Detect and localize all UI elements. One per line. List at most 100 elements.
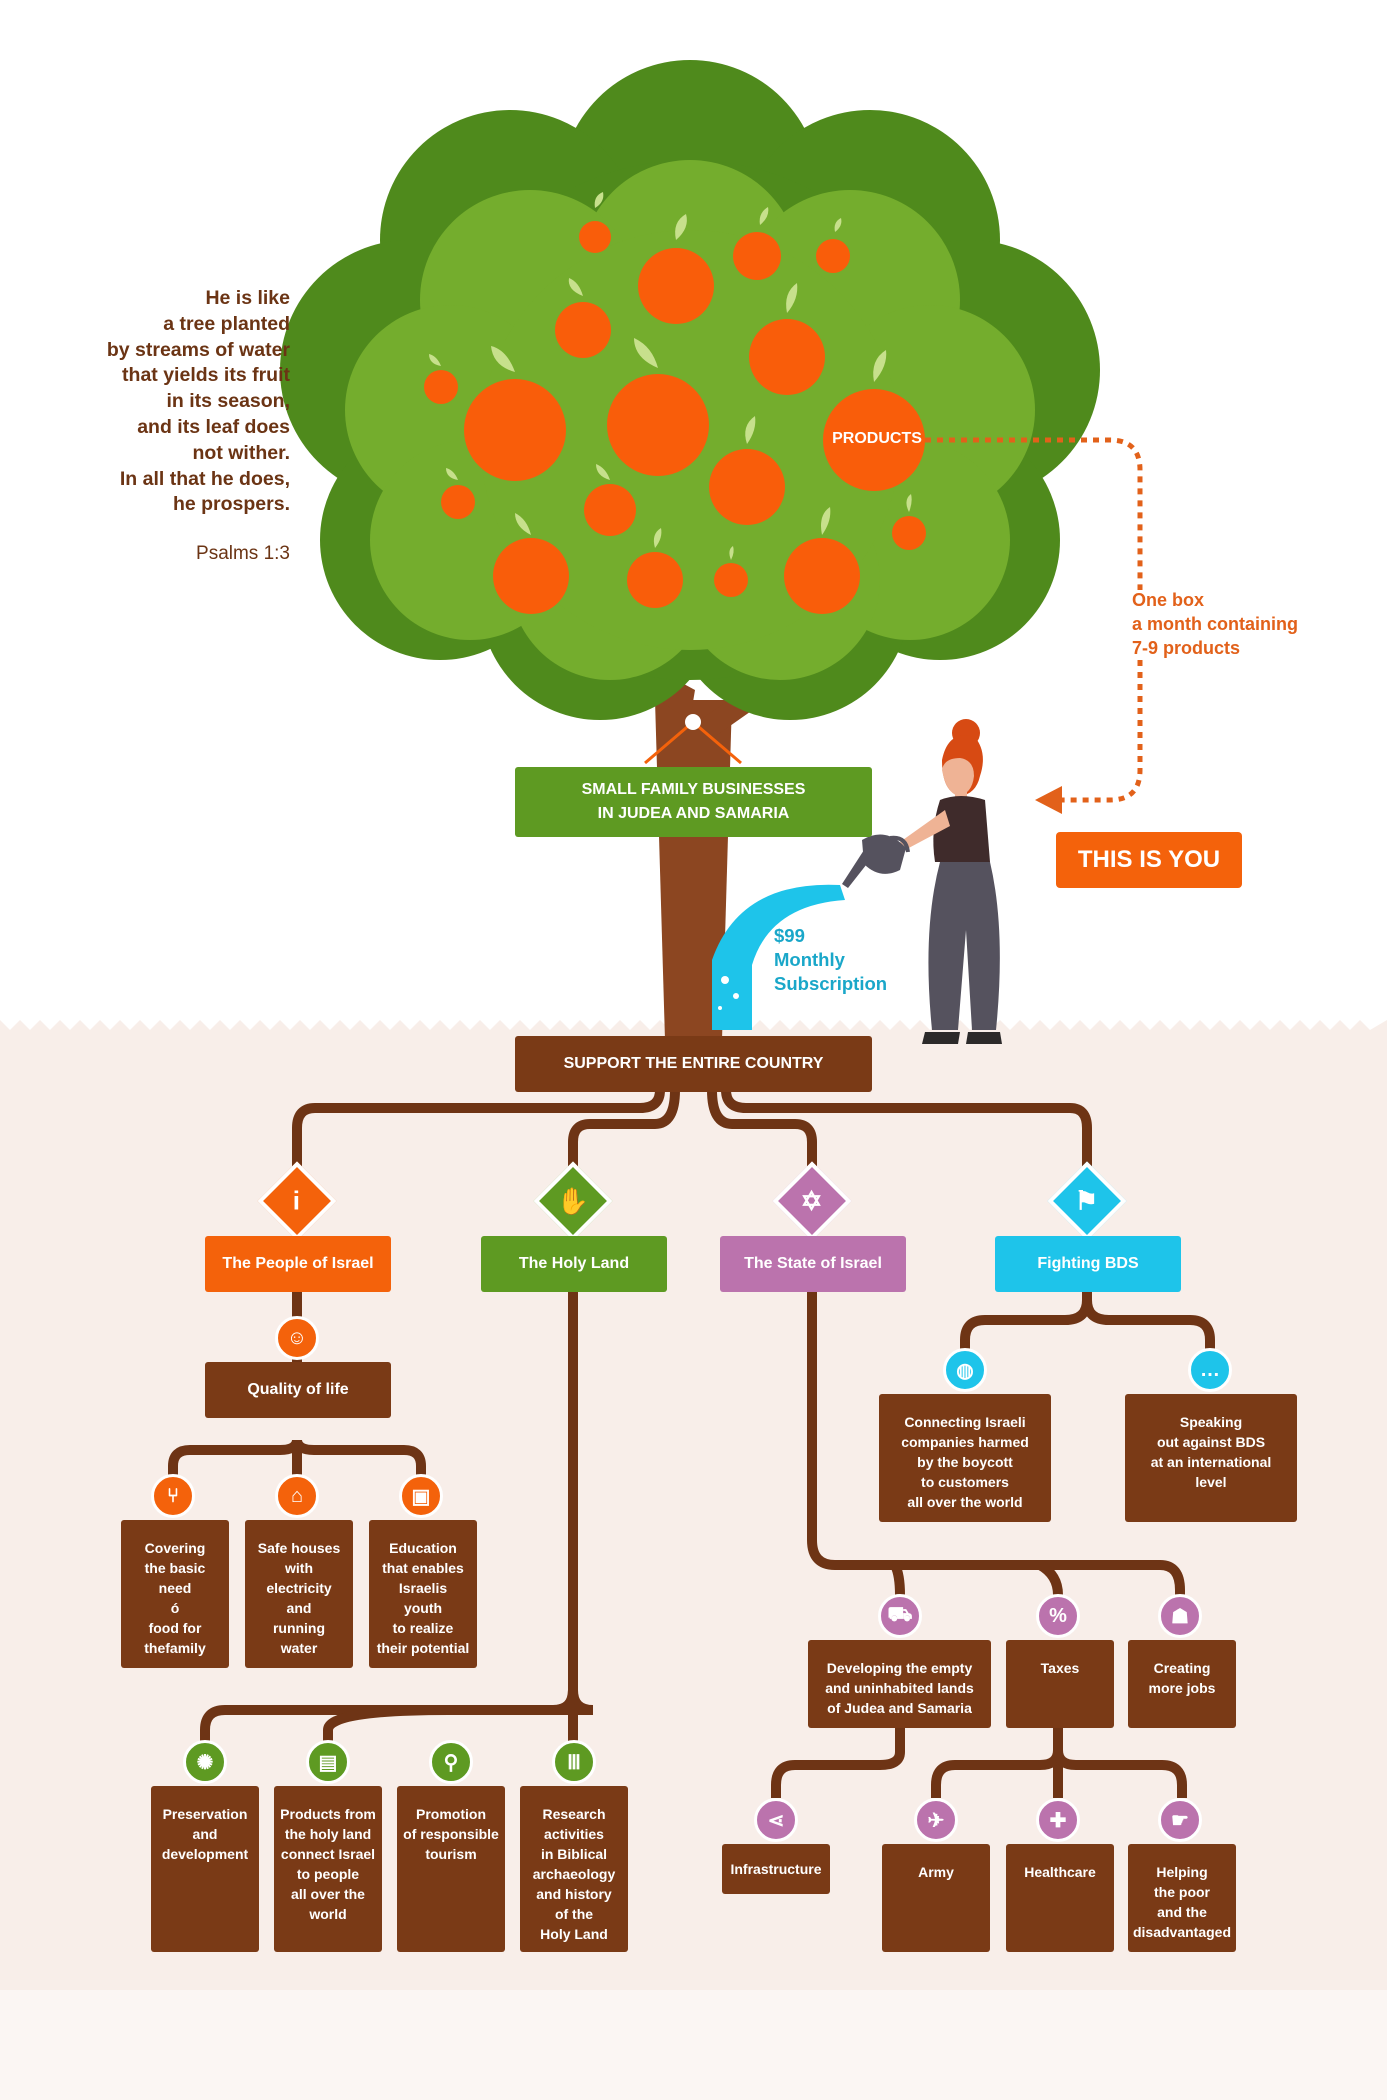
products-arrow	[925, 437, 1143, 803]
column-icon: Ⅲ	[552, 1740, 596, 1784]
state-item-taxes: Taxes	[1006, 1640, 1114, 1728]
item-line: Speaking	[1179, 1414, 1243, 1430]
root-label-text: SUPPORT THE ENTIRE COUNTRY	[563, 1055, 824, 1072]
quote-line: not wither.	[192, 441, 291, 464]
category-holy-land[interactable]: The Holy Land	[481, 1236, 667, 1292]
category-label: Fighting BDS	[1037, 1255, 1139, 1272]
speech-bubble-icon: …	[1188, 1348, 1232, 1392]
item-line: to people	[296, 1866, 360, 1882]
item-line: ó	[170, 1600, 180, 1616]
water-stream	[712, 884, 845, 1030]
item-line: Products from	[280, 1806, 376, 1822]
category-fighting-bds[interactable]: Fighting BDS	[995, 1236, 1181, 1292]
box-note-line: 7-9 products	[1132, 638, 1241, 658]
bulldozer-icon: ⛟	[878, 1594, 922, 1638]
item-line: Infrastructure	[730, 1861, 822, 1877]
item-line: all over the	[291, 1886, 365, 1902]
globe-icon: ◍	[943, 1348, 987, 1392]
item-line: Safe houses	[257, 1540, 341, 1556]
item-line: the holy land	[284, 1826, 372, 1842]
share-icon: ⋖	[754, 1798, 798, 1842]
item-line: the poor	[1154, 1884, 1210, 1900]
quality-of-life-box: Quality of life	[205, 1362, 391, 1418]
quote-line: In all that he does,	[119, 467, 290, 490]
lightbulb-icon: ✺	[183, 1740, 227, 1784]
holy-land-item-research: Research activities in Biblical archaeol…	[520, 1786, 628, 1952]
plane-icon: ✈	[914, 1798, 958, 1842]
item-line: the basic	[144, 1560, 206, 1576]
item-line: Helping	[1156, 1864, 1208, 1880]
hiker-icon: ⚲	[429, 1740, 473, 1784]
item-line: running	[272, 1620, 326, 1636]
item-line: out against BDS	[1156, 1434, 1266, 1450]
state-item-developing: Developing the empty and uninhabited lan…	[808, 1640, 991, 1728]
psalm-quote: He is like a tree planted by streams of …	[40, 286, 290, 518]
family-icon: ☺	[275, 1316, 319, 1360]
box-note-line: a month containing	[1132, 614, 1298, 634]
people-item-education: Education that enables Israelis youth to…	[369, 1520, 477, 1668]
item-line: archaeology	[532, 1866, 616, 1882]
item-line: Developing the empty	[826, 1660, 973, 1676]
holy-land-item-preservation: Preservation and development	[151, 1786, 259, 1952]
item-line: more jobs	[1148, 1680, 1216, 1696]
category-label: The State of Israel	[744, 1255, 882, 1272]
develop-item-infrastructure: Infrastructure	[722, 1844, 830, 1894]
item-line: world	[309, 1906, 347, 1922]
classroom-icon: ▣	[399, 1474, 443, 1518]
item-line: connect Israel	[280, 1846, 376, 1862]
category-state-of-israel[interactable]: The State of Israel	[720, 1236, 906, 1292]
item-line: and	[192, 1826, 218, 1842]
house-icon: ⌂	[275, 1474, 319, 1518]
item-line: at an international	[1150, 1454, 1272, 1470]
item-line: of the	[554, 1906, 594, 1922]
bds-item-speaking: Speaking out against BDS at an internati…	[1125, 1394, 1297, 1522]
taxes-item-helping: Helping the poor and the disadvantaged	[1128, 1844, 1236, 1952]
quote-source: Psalms 1:3	[196, 543, 290, 564]
state-item-jobs: Creating more jobs	[1128, 1640, 1236, 1728]
category-label: The People of Israel	[222, 1255, 374, 1272]
quote-line: he prospers.	[172, 493, 290, 516]
holy-land-item-tourism: Promotion of responsible tourism	[397, 1786, 505, 1952]
item-line: Connecting Israeli	[904, 1414, 1026, 1430]
people-item-houses: Safe houses with electricity and running…	[245, 1520, 353, 1668]
item-line: Holy Land	[540, 1926, 608, 1942]
item-line: youth	[403, 1600, 443, 1616]
item-line: Taxes	[1040, 1660, 1080, 1676]
quote-line: by streams of water	[106, 338, 290, 361]
woman-figure	[842, 719, 1002, 1044]
quality-of-life-label: Quality of life	[247, 1381, 349, 1398]
products-label: PRODUCTS	[832, 430, 922, 447]
item-line: by the boycott	[917, 1454, 1013, 1470]
trunk-label-line: IN JUDEA AND SAMARIA	[597, 805, 790, 822]
quote-line: He is like	[205, 287, 290, 309]
item-line: of Judea and Samaria	[827, 1700, 972, 1716]
taxes-item-healthcare: Healthcare	[1006, 1844, 1114, 1952]
item-line: and	[286, 1600, 312, 1616]
this-is-you-button[interactable]: THIS IS YOU	[1056, 832, 1242, 888]
category-people-of-israel[interactable]: The People of Israel	[205, 1236, 391, 1292]
subscription-line: $99	[774, 925, 805, 946]
quote-line: and its leaf does	[137, 415, 290, 438]
quote-line: in its season,	[166, 390, 290, 413]
item-line: with	[285, 1560, 313, 1576]
item-line: to realize	[392, 1620, 454, 1636]
item-line: water	[280, 1640, 318, 1656]
item-line: Preservation	[162, 1806, 248, 1822]
bds-item-connecting: Connecting Israeli companies harmed by t…	[879, 1394, 1051, 1522]
item-line: level	[1195, 1474, 1227, 1490]
item-line: electricity	[266, 1580, 332, 1596]
item-line: to customers	[921, 1474, 1009, 1490]
quote-line: a tree planted	[163, 312, 290, 335]
item-line: their potential	[376, 1640, 470, 1656]
utensils-icon: ⑂	[151, 1474, 195, 1518]
medical-cross-icon: ✚	[1036, 1798, 1080, 1842]
holy-land-item-products: Products from the holy land connect Isra…	[274, 1786, 382, 1952]
people-item-food: Covering the basic need ó food for thefa…	[121, 1520, 229, 1668]
item-line: and uninhabited lands	[825, 1680, 974, 1696]
item-line: and the	[1157, 1904, 1207, 1920]
root-label: SUPPORT THE ENTIRE COUNTRY	[515, 1036, 872, 1092]
item-line: activities	[544, 1826, 604, 1842]
item-line: food for	[148, 1620, 202, 1636]
item-line: and history	[536, 1886, 612, 1902]
